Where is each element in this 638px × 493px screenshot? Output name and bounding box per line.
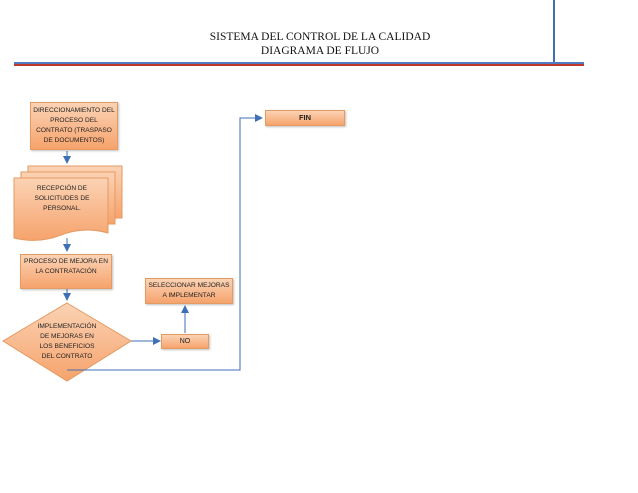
recepcion-label: RECEPCIÓN DE SOLICITUDES DE PERSONAL. xyxy=(34,185,90,212)
header-rule-blue xyxy=(14,62,584,64)
diagram-title: SISTEMA DEL CONTROL DE LA CALIDAD xyxy=(209,31,431,43)
implementacion-label: IMPLEMENTACIÓN DE MEJORAS EN LOS BENEFIC… xyxy=(37,323,97,360)
direccionamiento-label: DIRECCIONAMIENTO DEL PROCESO DEL CONTRAT… xyxy=(33,107,115,144)
header-rule-red xyxy=(14,64,584,66)
proceso-mejora-label: PROCESO DE MEJORA EN LA CONTRATACIÓN xyxy=(24,258,108,275)
header-vertical-rule xyxy=(553,0,555,64)
diagram-subtitle: DIAGRAMA DE FLUJO xyxy=(260,45,380,57)
fin-label: FIN xyxy=(298,113,312,122)
seleccionar-label: SELECCIONAR MEJORAS A IMPLEMENTAR xyxy=(148,282,230,299)
arrow-implementacion-to-fin xyxy=(67,114,263,371)
proceso-mejora-node: PROCESO DE MEJORA EN LA CONTRATACIÓN xyxy=(20,254,112,289)
no-label: NO xyxy=(179,337,191,345)
implementacion-decision-shape xyxy=(2,302,132,382)
fin-node: FIN xyxy=(265,110,345,126)
no-node: NO xyxy=(161,334,209,349)
recepcion-multidocument-shape xyxy=(13,165,123,241)
direccionamiento-node: DIRECCIONAMIENTO DEL PROCESO DEL CONTRAT… xyxy=(30,102,118,150)
seleccionar-node: SELECCIONAR MEJORAS A IMPLEMENTAR xyxy=(145,278,233,304)
